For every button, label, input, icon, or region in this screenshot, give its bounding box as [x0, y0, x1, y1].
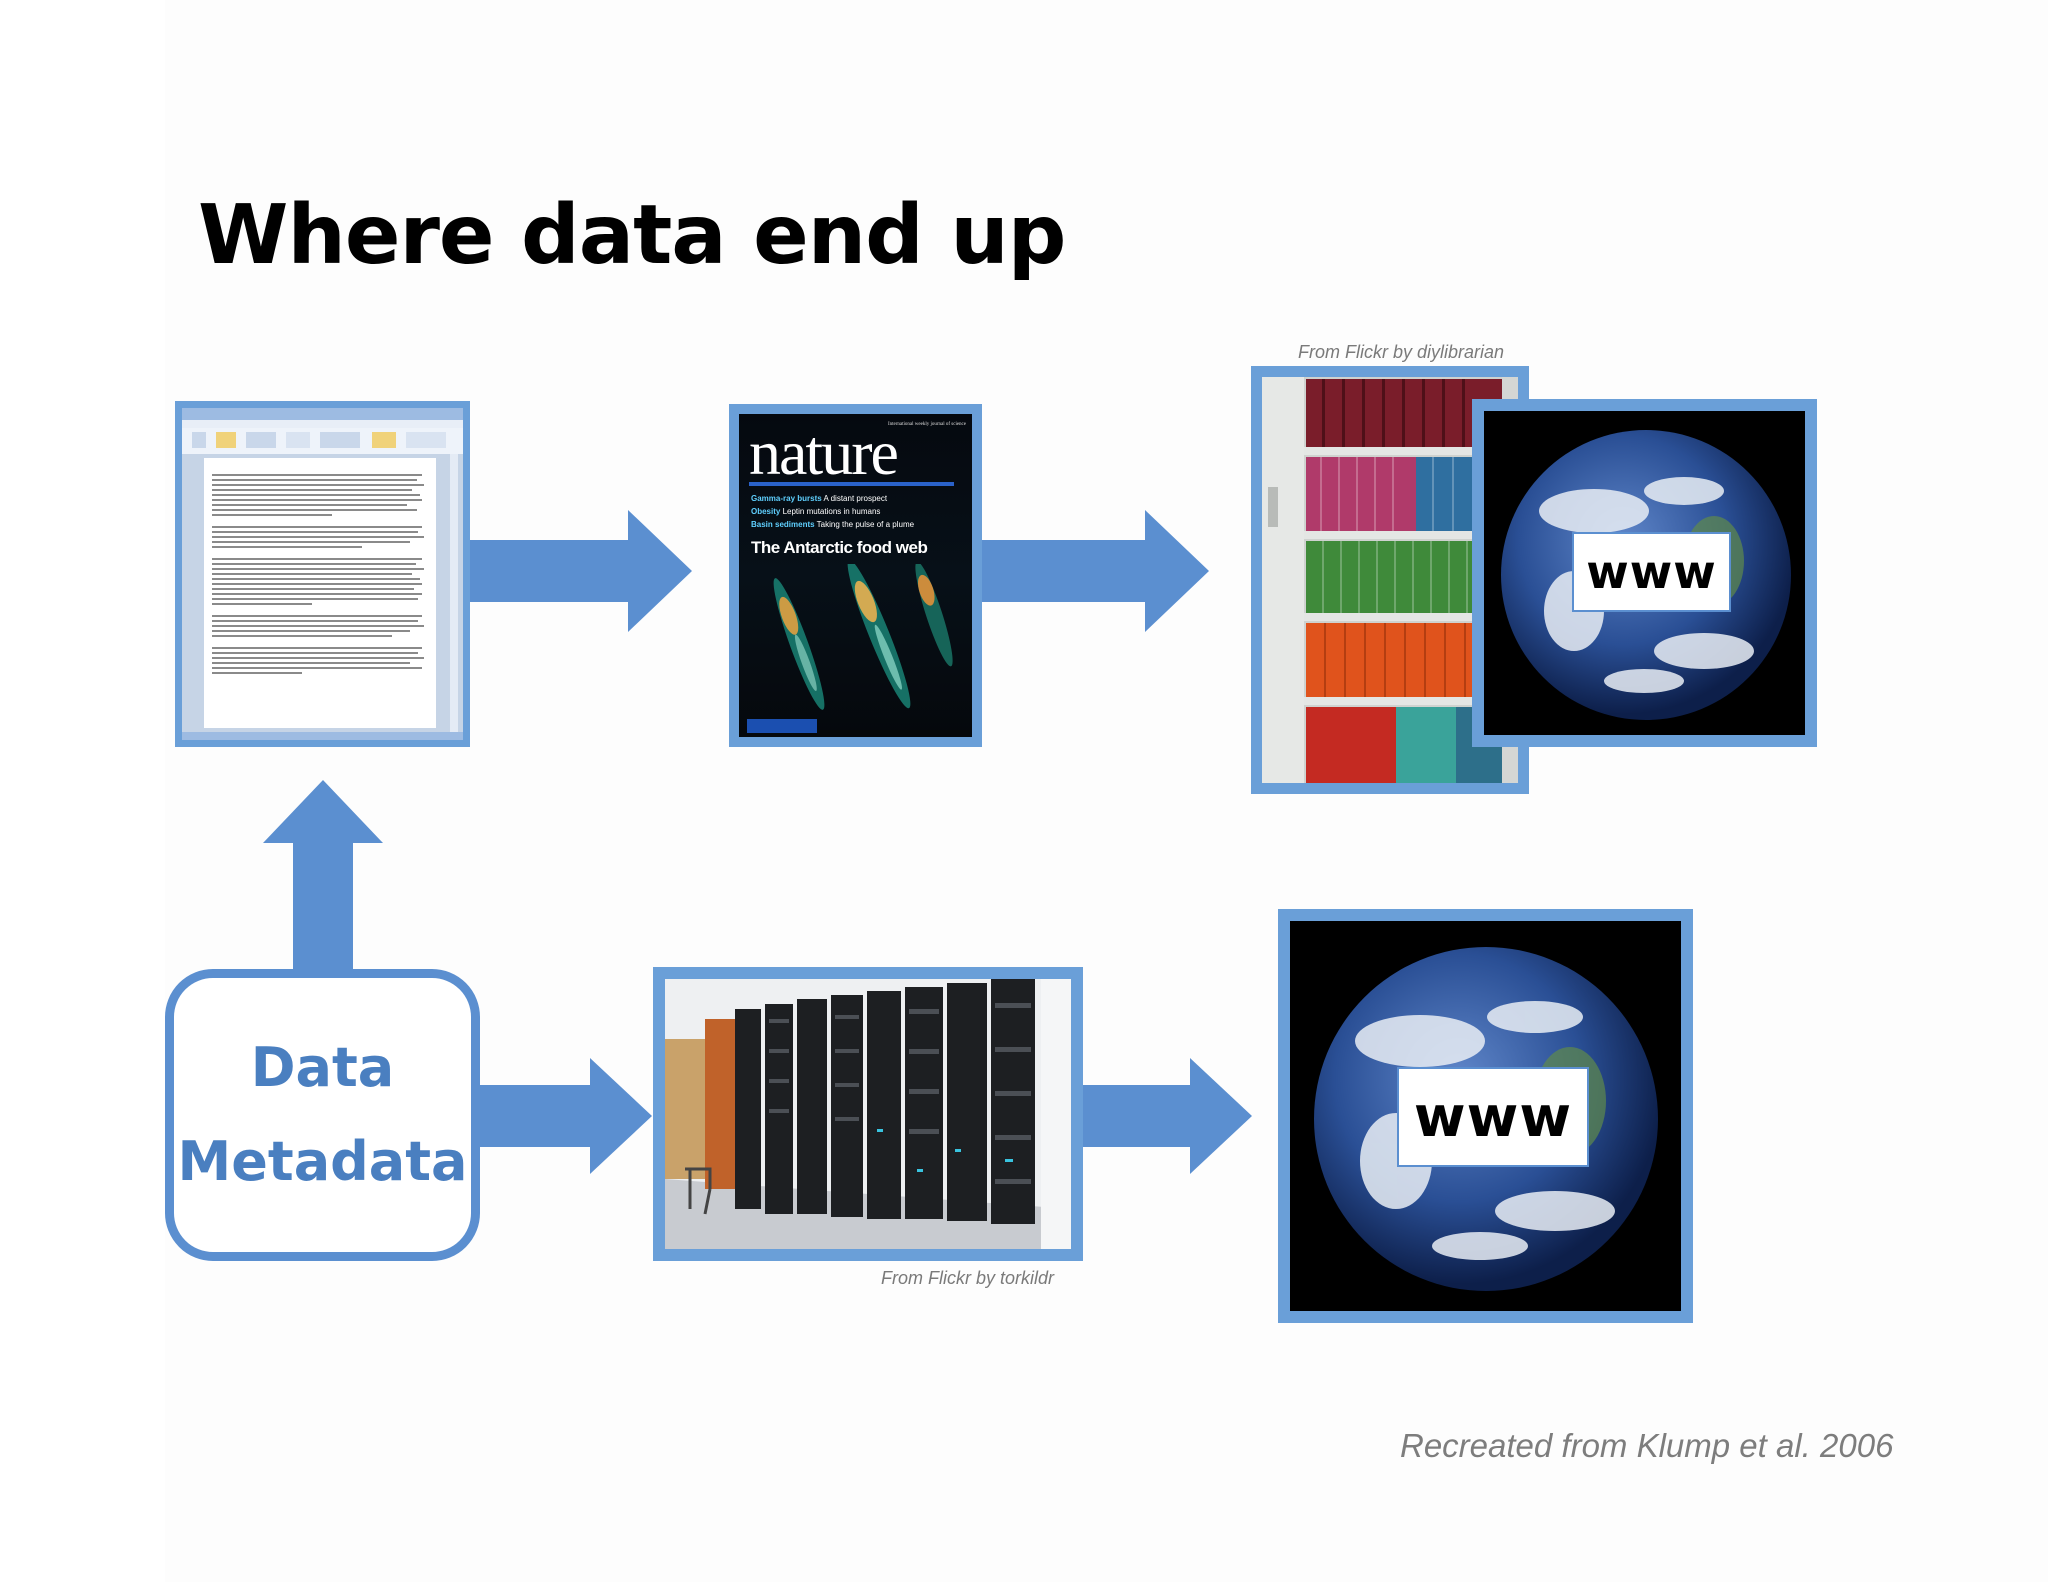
slide-background [165, 0, 2048, 1582]
metadata-label: Metadata [177, 1130, 468, 1193]
arrow-document-to-journal [466, 510, 692, 632]
www-label-bottom: www [1397, 1067, 1589, 1167]
arrow-box-to-servers [480, 1058, 652, 1174]
journal-cover: International weekly journal of science … [729, 404, 982, 747]
masthead-rule [749, 482, 954, 486]
server-room-photo [653, 967, 1083, 1261]
arrow-box-to-document [263, 780, 383, 969]
krill-image [747, 564, 953, 733]
document-screenshot [182, 408, 463, 740]
slide-title: Where data end up [198, 188, 1066, 283]
servers-photo-credit: From Flickr by torkildr [881, 1268, 1055, 1288]
journal-masthead: nature [749, 417, 899, 488]
journal-tagline: International weekly journal of science [887, 422, 966, 427]
cover-headline-2: Obesity Leptin mutations in humans [751, 507, 881, 516]
data-label: Data [250, 1036, 395, 1099]
source-citation: Recreated from Klump et al. 2006 [1400, 1427, 1894, 1464]
www-label-top: www [1572, 532, 1731, 612]
library-photo-credit: From Flickr by diylibrarian [1298, 342, 1505, 362]
arrow-journal-to-library [980, 510, 1209, 632]
cover-headline-1: Gamma-ray bursts A distant prospect [751, 494, 888, 503]
cover-headline-3: Basin sediments Taking the pulse of a pl… [751, 520, 915, 529]
servers-image [665, 979, 1071, 1249]
cover-story: The Antarctic food web [751, 538, 928, 557]
data-metadata-box: Data Metadata [165, 969, 480, 1261]
arrow-servers-to-web [1083, 1058, 1252, 1174]
document-thumbnail [175, 401, 470, 747]
